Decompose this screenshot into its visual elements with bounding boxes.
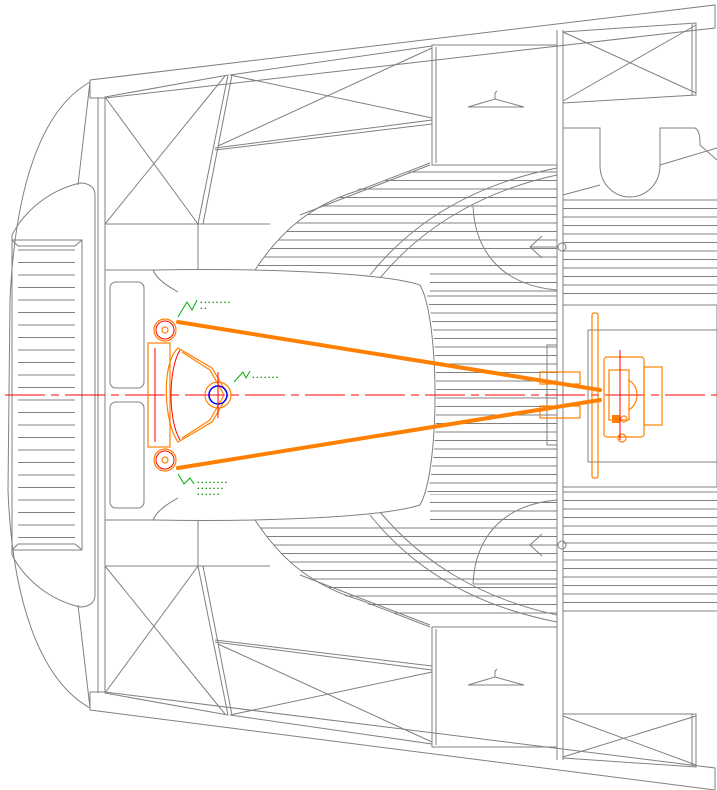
annotation-tie-rod: • • • • • • • • • • • • • • • • • • • • … — [177, 473, 227, 497]
wardrobe-bottom — [431, 626, 558, 748]
svg-text:• • • • • • •: • • • • • • • — [252, 375, 278, 380]
svg-text:• • • • • •: • • • • • • — [197, 492, 219, 497]
door-swing-icon — [529, 533, 567, 557]
door-swing-icon — [529, 235, 567, 259]
hanger-icon — [467, 668, 525, 686]
svg-text:• • • • • • • •: • • • • • • • • — [197, 480, 227, 485]
locker-bottom-right — [562, 713, 697, 768]
locker-top-right — [562, 22, 697, 104]
deck-outline-top — [254, 127, 717, 291]
sheave-top — [153, 318, 177, 342]
locker-top-middle — [214, 45, 433, 151]
sheave-bottom — [153, 448, 177, 472]
cabin-panels-right — [546, 304, 717, 488]
steering-gear — [147, 312, 663, 479]
rudder-stock — [204, 372, 232, 418]
annotation-rudder-stock: • • • • • • • — [233, 370, 278, 383]
svg-text:• • • • • • •: • • • • • • • — [197, 486, 223, 491]
hanger-icon — [467, 90, 525, 108]
annotation-quadrant: • • • • • • • • • • — [177, 299, 230, 318]
motor-block — [612, 415, 620, 423]
locker-top-left — [104, 74, 233, 225]
transom-steps — [11, 182, 96, 608]
svg-text:• •: • • — [200, 306, 207, 311]
locker-bottom-left — [104, 565, 233, 716]
wardrobe-top — [431, 44, 558, 166]
deck-outline-bottom — [254, 499, 558, 628]
svg-text:• • • • • • • •: • • • • • • • • — [200, 300, 230, 305]
tie-rod-top — [176, 320, 602, 392]
tie-rod-bottom — [176, 398, 602, 470]
